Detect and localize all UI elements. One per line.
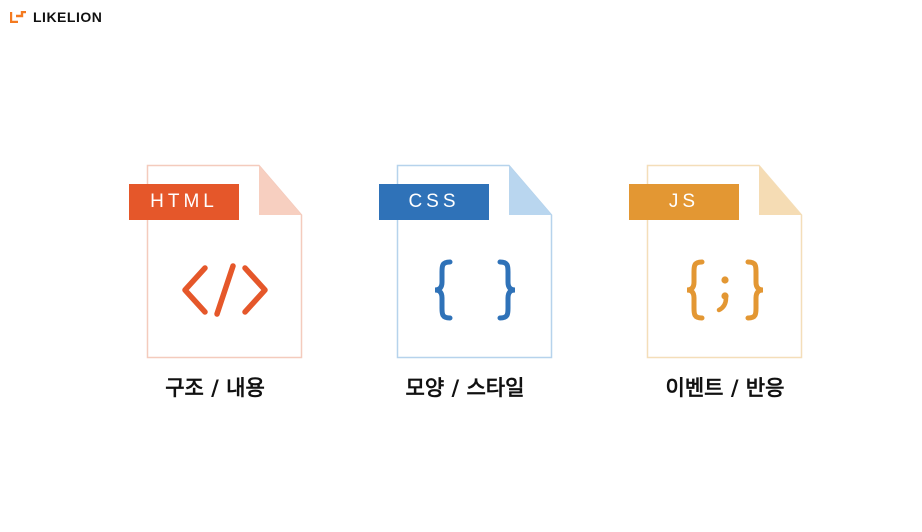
- code-brackets-icon: [147, 255, 302, 325]
- curly-braces-icon: [397, 255, 552, 325]
- css-file-card: CSS: [379, 164, 572, 360]
- js-badge: JS: [629, 184, 739, 220]
- html-file-card: HTML: [129, 164, 322, 360]
- js-file-card: JS: [629, 164, 822, 360]
- curly-braces-semicolon-icon: [647, 255, 802, 325]
- css-badge: CSS: [379, 184, 489, 220]
- js-caption: 이벤트 / 반응: [665, 376, 785, 400]
- html-badge: HTML: [129, 184, 239, 220]
- css-caption: 모양 / 스타일: [405, 376, 525, 400]
- likelion-logo-icon: [10, 11, 26, 23]
- html-caption: 구조 / 내용: [165, 376, 265, 400]
- brand-name: LIKELION: [33, 9, 103, 25]
- brand-logo: LIKELION: [10, 9, 102, 25]
